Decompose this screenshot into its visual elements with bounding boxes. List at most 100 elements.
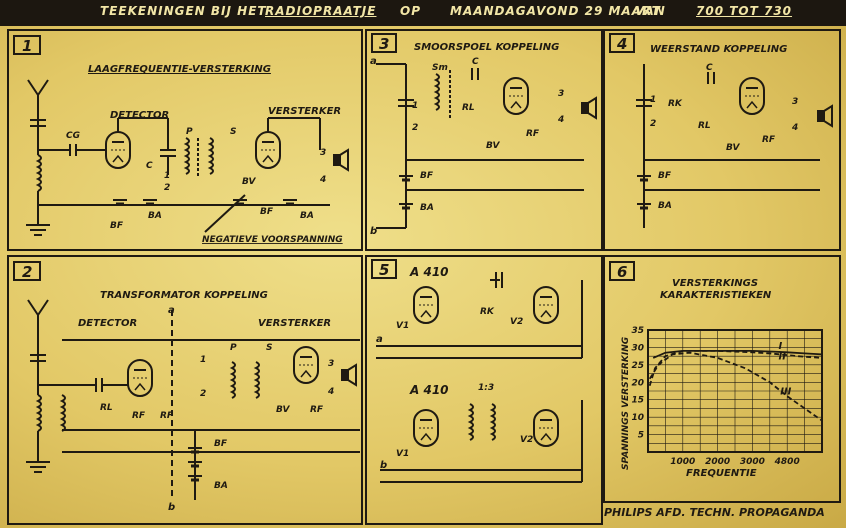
panel-3-c: C	[472, 57, 479, 67]
panel-4-ba: BA	[658, 201, 672, 211]
panel-3-rl: RL	[462, 103, 475, 113]
header-part-4: MAANDAGAVOND 29 MAART	[450, 4, 661, 18]
panel-6-title-line1: VERSTERKINGS	[672, 278, 758, 289]
panel-5-tube-top: A 410	[409, 265, 449, 279]
footer-credit: PHILIPS AFD. TECHN. PROPAGANDA	[604, 506, 825, 519]
chart-x-tick-label: 4800	[774, 457, 800, 467]
panel-2-p: P	[230, 343, 237, 353]
panel-1-s: S	[230, 127, 236, 137]
panel-6: 6 VERSTERKINGS KARAKTERISTIEKEN SPANNING…	[609, 261, 823, 479]
panel-3-bv: BV	[486, 141, 500, 151]
panel-2-b: b	[168, 502, 175, 513]
panel-4-title: WEERSTAND KOPPELING	[650, 44, 787, 55]
header-title: TEEKENINGEN BIJ HET RADIOPRAATJE OP MAAN…	[100, 4, 820, 22]
panel-4-rf: RF	[762, 135, 776, 145]
panel-6-xlabel: FREQUENTIE	[686, 468, 757, 479]
panel-1-p: P	[186, 127, 193, 137]
chart-series	[648, 349, 823, 422]
panel-2-amplifier: VERSTERKER	[258, 318, 331, 329]
panel-3-ba: BA	[420, 203, 434, 213]
panel-3-a: a	[370, 56, 377, 67]
panel-2-frame	[7, 255, 363, 525]
panel-1-frame	[7, 29, 363, 251]
panel-5-a: a	[376, 334, 383, 345]
chart-curve-label-i: I	[779, 341, 783, 352]
panel-2-number: 2	[22, 263, 32, 281]
panel-2-n2: 2	[200, 389, 206, 399]
panel-1-ba: BA	[148, 211, 162, 221]
header-part-3: OP	[400, 4, 421, 18]
panel-4-bf: BF	[658, 171, 672, 181]
panel-5-number: 5	[379, 261, 389, 279]
panel-4: 4 WEERSTAND KOPPELING C RK RL BV RF BF B…	[609, 33, 833, 228]
panel-3-rf: RF	[526, 129, 540, 139]
panel-2-n4: 4	[327, 387, 334, 397]
panel-3-sm: Sm	[432, 63, 448, 73]
panel-5-frame	[365, 255, 603, 525]
panel-4-rl: RL	[698, 121, 711, 131]
panel-3-title: SMOORSPOEL KOPPELING	[414, 42, 559, 53]
panel-3-frame	[365, 29, 603, 251]
panel-6-title-line2: KARAKTERISTIEKEN	[660, 290, 772, 301]
chart-y-tick-label: 35	[631, 326, 644, 336]
panel-4-bv: BV	[726, 143, 740, 153]
panel-4-n2: 2	[650, 119, 656, 129]
panel-6-number: 6	[617, 263, 627, 281]
panel-4-c: C	[706, 63, 713, 73]
header-part-1: TEEKENINGEN BIJ HET	[100, 4, 267, 18]
panel-3-b: b	[370, 226, 377, 237]
header-part-2: RADIOPRAATJE	[265, 4, 377, 18]
panel-5-ratio: 1:3	[478, 383, 494, 393]
chart-y-tick-label: 5	[638, 431, 644, 441]
chart-y-tick-label: 30	[631, 343, 644, 353]
panel-1-n3: 3	[320, 148, 326, 158]
panel-1-n1: 1	[164, 171, 170, 181]
chart-series-line-1	[652, 349, 823, 359]
header-strip	[0, 0, 846, 26]
panel-3-n2: 2	[412, 123, 418, 133]
panel-2-s: S	[266, 343, 272, 353]
panel-1-br: BF	[260, 207, 274, 217]
panel-1-detector: DETECTOR	[110, 110, 169, 121]
chart-y-tick-label: 20	[631, 378, 644, 388]
panel-1-n2: 2	[164, 183, 170, 193]
panel-3-n1: 1	[412, 101, 418, 111]
panel-4-n3: 3	[792, 97, 798, 107]
panel-3-n3: 3	[558, 89, 564, 99]
panel-1-bf: BF	[110, 221, 124, 231]
panel-5-v1b: V1	[396, 449, 409, 459]
chart-grid	[647, 329, 823, 453]
chart-y-tick-label: 15	[631, 396, 644, 406]
chart-curve-label-ii: II	[779, 352, 787, 363]
panel-5-b: b	[380, 460, 387, 471]
chart-x-tick-label: 1000	[670, 457, 695, 467]
chart-x-tick-label: 3000	[740, 457, 765, 467]
panel-2: 2 TRANSFORMATOR KOPPELING DETECTOR VERST…	[13, 261, 360, 513]
panel-2-title: TRANSFORMATOR KOPPELING	[100, 290, 268, 301]
panel-2-n3: 3	[328, 359, 334, 369]
panel-2-n1: 1	[200, 355, 206, 365]
panel-3: 3 SMOORSPOEL KOPPELING a b Sm C RL BV RF…	[370, 33, 597, 237]
panel-5-rk: RK	[480, 307, 495, 317]
panel-4-rk: RK	[668, 99, 683, 109]
panel-4-frame	[603, 29, 841, 251]
panel-1-c: C	[146, 161, 153, 171]
panel-4-n4: 4	[791, 123, 798, 133]
panel-5-v1: V1	[396, 321, 409, 331]
chart-x-tick-label: 2000	[705, 457, 730, 467]
panel-2-a: a	[168, 305, 175, 316]
panel-2-rp: RF	[132, 411, 146, 421]
panel-1-number: 1	[22, 37, 32, 55]
chart-y-tick-label: 10	[631, 413, 644, 423]
panel-1-ba2: BA	[300, 211, 314, 221]
panel-5-tube-bottom: A 410	[409, 383, 449, 397]
panel-1-bias-label: NEGATIEVE VOORSPANNING	[202, 235, 343, 245]
header-part-5: VAN	[635, 4, 666, 18]
chart-y-tick-label: 25	[631, 361, 644, 371]
panel-1-amplifier: VERSTERKER	[268, 106, 341, 117]
panel-4-n1: 1	[650, 95, 656, 105]
panel-2-bf: BF	[214, 439, 228, 449]
panel-2-detector: DETECTOR	[78, 318, 137, 329]
panel-6-ylabel: SPANNINGS VERSTERKING	[621, 337, 631, 470]
